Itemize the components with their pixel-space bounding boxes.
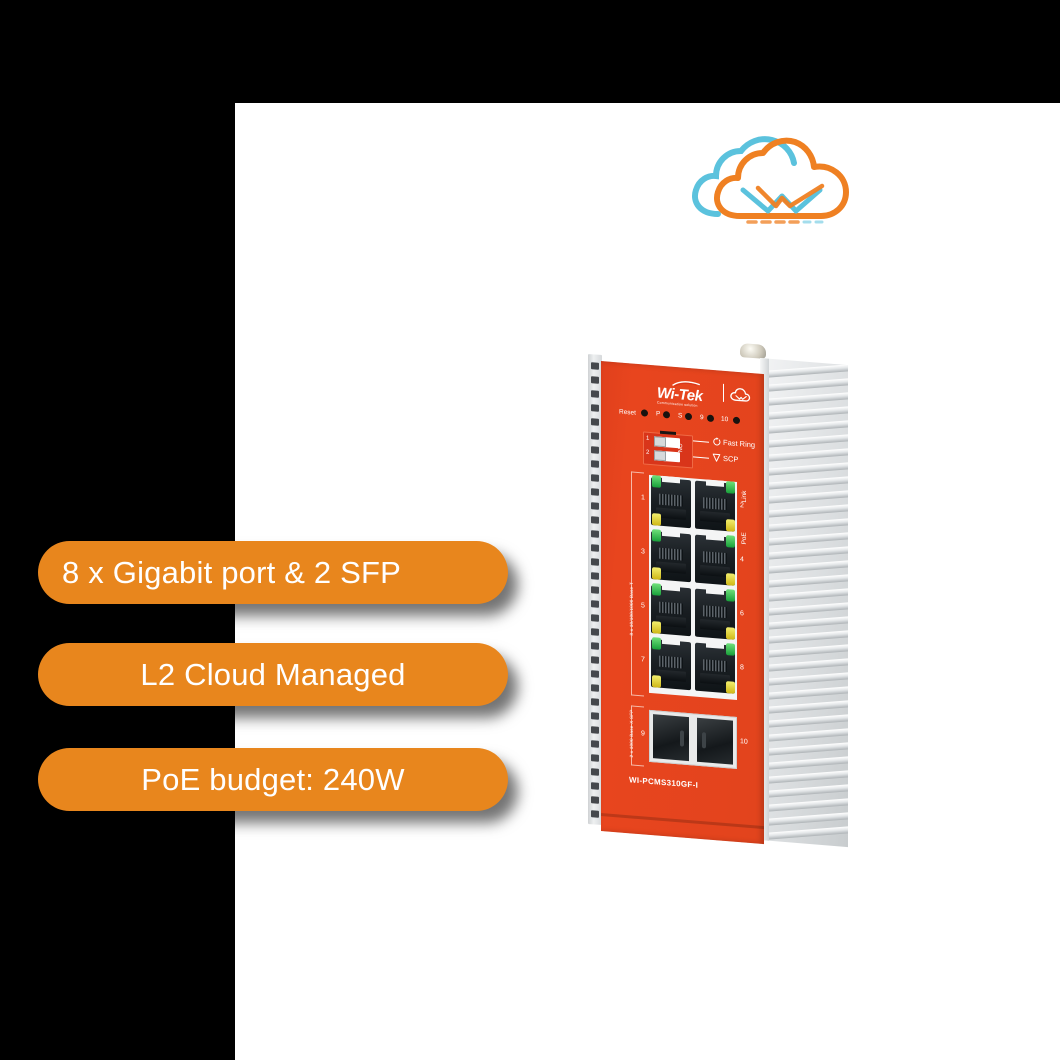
dip-switch-knob-2[interactable] [654,450,666,462]
port-link-led-8 [726,643,735,656]
port-poe-led-2 [726,519,735,532]
port-number-3: 3 [641,548,645,556]
brand-swoosh-icon [672,381,700,387]
ethernet-port-bank [649,474,737,700]
led-label-9: 9 [700,413,704,422]
port-link-led-5 [652,583,661,596]
port-poe-led-7 [652,675,661,688]
sfp-port-number-10: 10 [740,738,748,746]
ground-terminal-screw [740,343,766,359]
product-device-image: Wi-Tek Communication solution Reset P S [588,340,858,848]
led-label-p: P [656,410,661,418]
port-number-8: 8 [740,664,744,672]
port-link-led-3 [652,529,661,542]
port-number-5: 5 [641,602,645,610]
sfp-group-label: 2 x 1000 Base-X SFP [629,709,634,758]
status-led-9 [707,414,714,423]
reset-button[interactable] [641,409,648,417]
feature-badge-cloud-managed: L2 Cloud Managed [38,643,508,706]
scp-shield-icon [712,453,721,462]
port-link-led-4 [726,535,735,548]
port-link-led-2 [726,481,735,494]
ethernet-group-label: 8 x 10/100/1000 Base-T [629,581,634,636]
port-legend-link: Link [741,490,748,503]
led-label-s: S [678,412,683,420]
dip-switch-on-label: ON [676,443,682,453]
dip-switch-number-1: 1 [646,435,650,442]
port-number-7: 7 [641,656,645,664]
dip-switch-top-bar [660,430,676,436]
dip-feature-line-1 [693,440,709,443]
port-poe-led-8 [726,681,735,694]
port-link-led-6 [726,589,735,602]
feature-badge-poe-budget: PoE budget: 240W [38,748,508,811]
dip-switch-block[interactable]: 1 2 ON [643,430,693,469]
port-poe-led-1 [652,513,661,526]
port-poe-led-6 [726,627,735,640]
dip-switch-number-2: 2 [646,449,650,456]
feature-badge-label: 8 x Gigabit port & 2 SFP [62,555,402,590]
reset-label: Reset [619,408,636,417]
device-model-number: WI-PCMS310GF-I [629,775,699,790]
port-poe-led-5 [652,621,661,634]
sfp-port-number-9: 9 [641,730,645,738]
cloud-logo-svg [692,136,849,224]
device-cloud-icon [729,386,751,404]
port-link-led-7 [652,637,661,650]
port-number-4: 4 [740,556,744,564]
port-poe-led-3 [652,567,661,580]
status-led-10 [733,416,740,425]
sfp-port-9[interactable] [653,714,689,762]
feature-badge-label: PoE budget: 240W [141,762,405,797]
logo-divider [723,383,724,402]
sfp-port-bank [649,709,737,769]
dip-switch-knob-1[interactable] [654,436,666,448]
status-led-s [685,412,692,421]
feature-label-scp: SCP [723,453,739,465]
device-faceplate: Wi-Tek Communication solution Reset P S [601,361,764,845]
status-led-p [663,410,670,419]
left-ventilation-strip [588,354,602,825]
faceplate-bottom-seam [601,813,764,830]
port-number-1: 1 [641,494,645,502]
device-brand-logo: Wi-Tek Communication solution [657,379,717,410]
sfp-port-10[interactable] [697,717,733,765]
feature-badge-label: L2 Cloud Managed [140,657,406,692]
port-legend-poe: PoE [741,531,748,545]
dip-feature-line-2 [693,456,709,459]
witek-cloud-logo [686,118,876,238]
feature-badge-gigabit-ports: 8 x Gigabit port & 2 SFP [38,541,508,604]
port-link-led-1 [652,475,661,488]
heatsink-fins [760,358,848,848]
port-poe-led-4 [726,573,735,586]
feature-label-fast-ring: Fast Ring [723,437,756,450]
port-number-6: 6 [740,610,744,618]
led-label-10: 10 [721,415,729,424]
fast-ring-icon [713,437,721,446]
port-number-2: 2 [740,502,744,510]
